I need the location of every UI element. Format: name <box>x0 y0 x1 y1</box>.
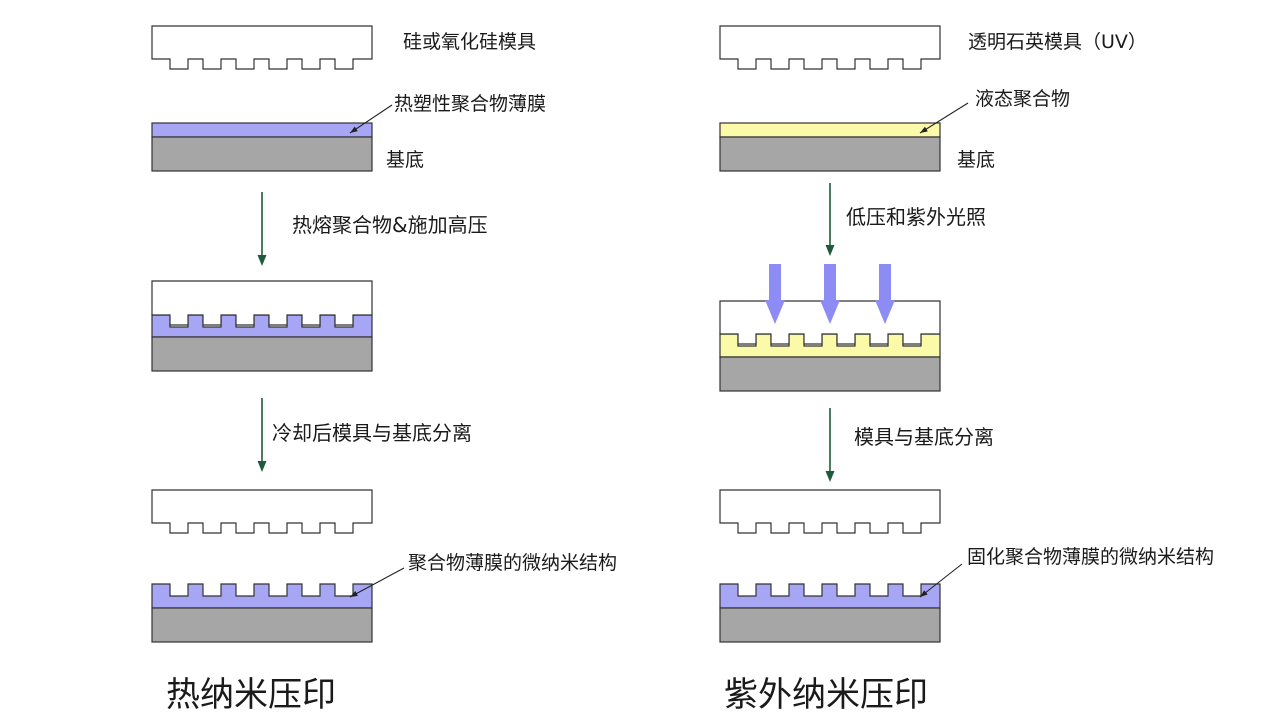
thermal-result-label: 聚合物薄膜的微纳米结构 <box>408 552 618 574</box>
thermal-result-leader-head <box>350 591 358 597</box>
thermal-mold-stage1 <box>151 25 373 70</box>
thermal-substrate-label: 基底 <box>386 149 425 171</box>
uv-light-arrow-1-shaft <box>769 264 781 302</box>
uv-step1-arrow-head <box>825 245 835 256</box>
uv-mold-label: 透明石英模具（UV） <box>968 31 1147 53</box>
thermal-step2-arrow-head <box>257 461 267 472</box>
thermal-substrate-imprint <box>151 336 373 372</box>
thermal-film-stage1 <box>151 122 373 138</box>
uv-light-arrow-3-head <box>875 300 895 324</box>
uv-substrate-stage1 <box>719 136 941 172</box>
uv-step2-arrow-head <box>825 471 835 482</box>
uv-substrate-label: 基底 <box>957 149 996 171</box>
uv-mold-stage1 <box>719 25 941 70</box>
uv-film-leader <box>919 102 969 134</box>
uv-result-leader-head <box>920 590 928 597</box>
uv-result-leader <box>919 563 963 598</box>
uv-title: 紫外纳米压印 <box>724 675 928 715</box>
uv-substrate-result <box>719 607 941 643</box>
uv-film-label: 液态聚合物 <box>975 88 1071 110</box>
uv-light-arrow-2-head <box>820 300 840 324</box>
uv-film-leader-head <box>920 126 928 133</box>
thermal-film-leader-head <box>350 126 358 133</box>
uv-result-label: 固化聚合物薄膜的微纳米结构 <box>967 546 1215 568</box>
uv-substrate-imprint <box>719 356 941 392</box>
thermal-mold-imprint <box>151 280 373 326</box>
uv-step2-label: 模具与基底分离 <box>854 425 994 449</box>
thermal-step2-label: 冷却后模具与基底分离 <box>272 421 472 445</box>
uv-film-result <box>719 583 941 609</box>
thermal-mold-label: 硅或氧化硅模具 <box>403 31 537 53</box>
thermal-step1-label: 热熔聚合物&施加高压 <box>292 213 488 237</box>
uv-light-arrow-3-shaft <box>879 264 891 302</box>
thermal-film-leader <box>349 104 393 134</box>
uv-light-arrow-2-shaft <box>824 264 836 302</box>
thermal-film-label: 热塑性聚合物薄膜 <box>394 93 547 115</box>
thermal-title: 热纳米压印 <box>166 675 336 715</box>
thermal-step1-arrow-head <box>257 255 267 266</box>
thermal-substrate-stage1 <box>151 136 373 172</box>
uv-mold-separated <box>719 489 941 534</box>
thermal-film-result <box>151 583 373 609</box>
uv-light-arrow-1-head <box>765 300 785 324</box>
thermal-substrate-result <box>151 607 373 643</box>
thermal-result-leader <box>349 567 405 598</box>
uv-film-stage1 <box>719 122 941 138</box>
thermal-mold-separated <box>151 489 373 534</box>
uv-step1-label: 低压和紫外光照 <box>846 205 986 229</box>
